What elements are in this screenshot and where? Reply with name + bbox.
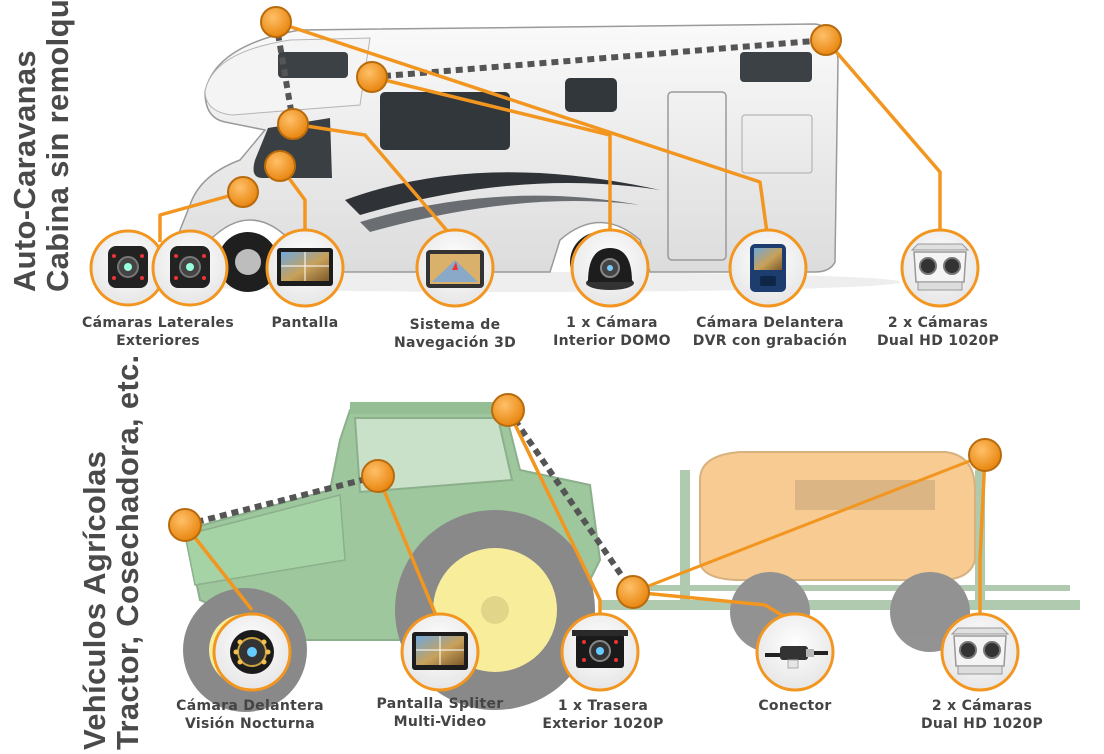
night-vision-camera-icon	[230, 630, 274, 674]
marker-dot	[277, 108, 309, 140]
monitor-icon	[277, 248, 333, 286]
marker-dot	[168, 508, 202, 542]
product-connector	[755, 612, 835, 692]
product-navigation	[415, 228, 495, 308]
connector-cable-icon	[765, 646, 828, 669]
label-monitor: Pantalla	[272, 314, 339, 332]
line-dome-camera	[371, 75, 612, 240]
tractor-markers	[168, 393, 1002, 609]
roof-cable-dotted	[371, 37, 827, 80]
label-line: Cámara Delantera	[176, 698, 324, 714]
label-dual-camera-tractor: 2 x Cámaras Dual HD 1020P	[921, 697, 1043, 733]
label-line: Exteriores	[116, 333, 200, 349]
marker-dot	[491, 393, 525, 427]
label-side-cameras: Cámaras Laterales Exteriores	[82, 314, 234, 350]
cab-cable-dotted-front	[184, 473, 379, 528]
side-cameras-icon	[108, 246, 210, 288]
label-dome-camera: 1 x Cámara Interior DOMO	[553, 314, 671, 350]
dual-camera-icon	[950, 627, 1010, 675]
tractor-connections	[183, 408, 987, 630]
product-rear-camera	[560, 612, 640, 692]
marker-dot	[356, 61, 388, 93]
label-line: Dual HD 1020P	[920, 716, 1044, 732]
label-dual-camera-motorhome: 2 x Cámaras Dual HD 1020P	[877, 314, 999, 350]
label-night-vision-camera: Cámara Delantera Visión Nocturna	[176, 697, 324, 733]
line-dual-camera-motorhome	[824, 38, 942, 240]
label-line: 2 x Cámaras	[887, 315, 989, 331]
cab-cable-dotted-rear	[505, 408, 636, 594]
label-line: Cámara Delantera	[696, 315, 844, 331]
product-night-vision-camera	[212, 612, 292, 692]
product-dual-camera-tractor	[940, 612, 1020, 692]
line-split-monitor	[376, 475, 442, 626]
product-monitor	[265, 228, 345, 308]
label-line: 1 x Trasera	[557, 698, 649, 714]
marker-dot	[260, 6, 292, 38]
gps-navigator-icon	[426, 250, 484, 288]
label-line: Dual HD 1020P	[876, 333, 1000, 349]
label-line: Multi-Video	[393, 714, 487, 730]
product-dual-camera-motorhome	[900, 228, 980, 308]
line-side-cameras	[158, 190, 244, 242]
marker-dot	[616, 575, 650, 609]
line-night-camera	[183, 523, 254, 612]
label-connector: Conector	[758, 697, 831, 715]
line-dvr-camera	[275, 20, 770, 241]
label-navigation: Sistema de Navegación 3D	[394, 316, 516, 352]
dual-camera-icon	[910, 243, 970, 291]
product-split-monitor	[400, 612, 480, 692]
roof-cable-dotted-left	[273, 21, 296, 123]
marker-dot	[361, 459, 395, 493]
product-dvr-camera	[728, 228, 808, 308]
label-line: Pantalla	[271, 315, 339, 331]
label-split-monitor: Pantalla Spliter Multi-Video	[377, 695, 504, 731]
label-line: Navegación 3D	[393, 335, 517, 351]
product-dome-camera	[570, 228, 650, 308]
label-line: Conector	[758, 698, 832, 714]
product-side-cameras	[89, 229, 229, 307]
marker-dot	[227, 176, 259, 208]
marker-dot	[810, 24, 842, 56]
label-line: Exterior 1020P	[542, 716, 664, 732]
label-line: Pantalla Spliter	[376, 696, 504, 712]
label-line: Sistema de	[409, 317, 501, 333]
label-line: Cámaras Laterales	[82, 315, 234, 331]
label-line: Visión Nocturna	[184, 716, 316, 732]
dome-camera-icon	[586, 248, 634, 290]
line-dual-camera-tractor	[978, 454, 987, 625]
label-line: 1 x Cámara	[566, 315, 658, 331]
split-screen-monitor-icon	[412, 632, 468, 670]
motorhome-markers	[227, 6, 842, 208]
marker-dot	[264, 150, 296, 182]
label-dvr-camera: Cámara Delantera DVR con grabación	[693, 314, 848, 350]
rear-camera-icon	[572, 630, 628, 668]
line-navigation	[292, 122, 457, 242]
dvr-camera-icon	[750, 244, 786, 292]
label-line: 2 x Cámaras	[931, 698, 1033, 714]
trailer-cable	[632, 453, 986, 594]
label-line: Interior DOMO	[553, 333, 671, 349]
label-rear-camera: 1 x Trasera Exterior 1020P	[542, 697, 663, 733]
label-line: DVR con grabación	[692, 333, 848, 349]
marker-dot	[968, 438, 1002, 472]
